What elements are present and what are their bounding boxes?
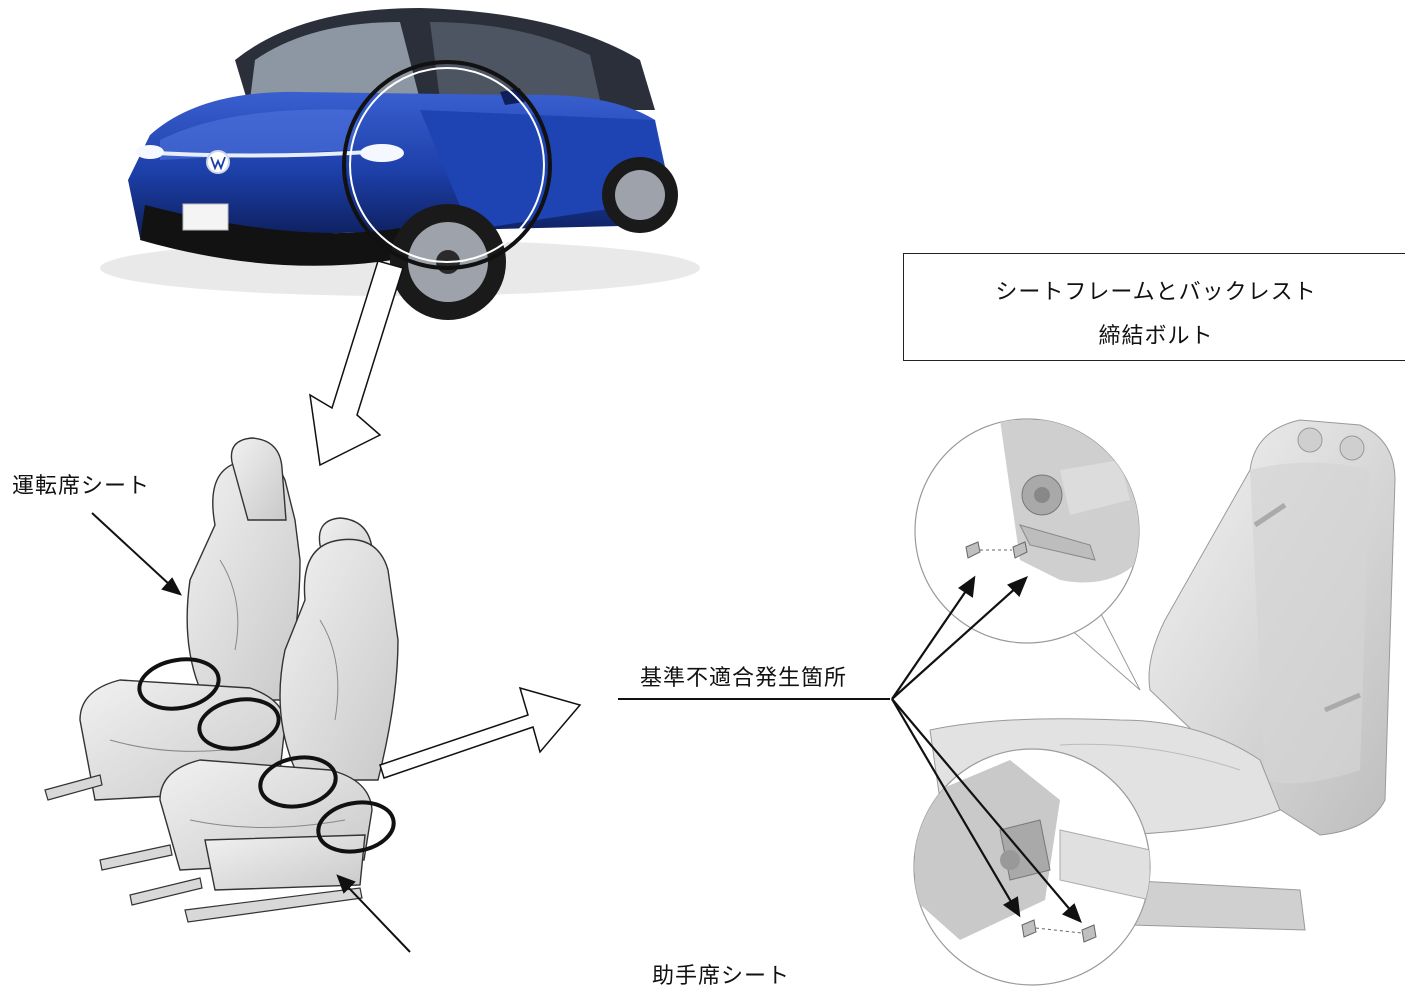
nonconformity-location-label: 基準不適合発生箇所 [640, 666, 848, 691]
driver-seat-label: 運転席シート [12, 474, 151, 499]
bolt-pointer-lines [891, 575, 1082, 924]
car-highlight-circle [342, 60, 552, 270]
bolt-callout-box: シートフレームとバックレスト 締結ボルト [903, 253, 1405, 361]
callout-line-2: 締結ボルト [1098, 324, 1214, 349]
car-illustration [100, 8, 700, 320]
arrow-car-to-seats [309, 260, 404, 467]
passenger-seat-label: 助手席シート [652, 964, 791, 989]
detail-circle-upper [914, 418, 1141, 691]
callout-line-1: シートフレームとバックレスト [995, 280, 1317, 305]
seat-rails [44, 774, 363, 923]
seat-bolt-markers [137, 657, 396, 854]
arrow-seats-to-detail [379, 686, 582, 779]
seats-illustration [79, 437, 399, 891]
detail-circle-lower [913, 748, 1151, 986]
seat-frame-rendering [929, 419, 1396, 931]
